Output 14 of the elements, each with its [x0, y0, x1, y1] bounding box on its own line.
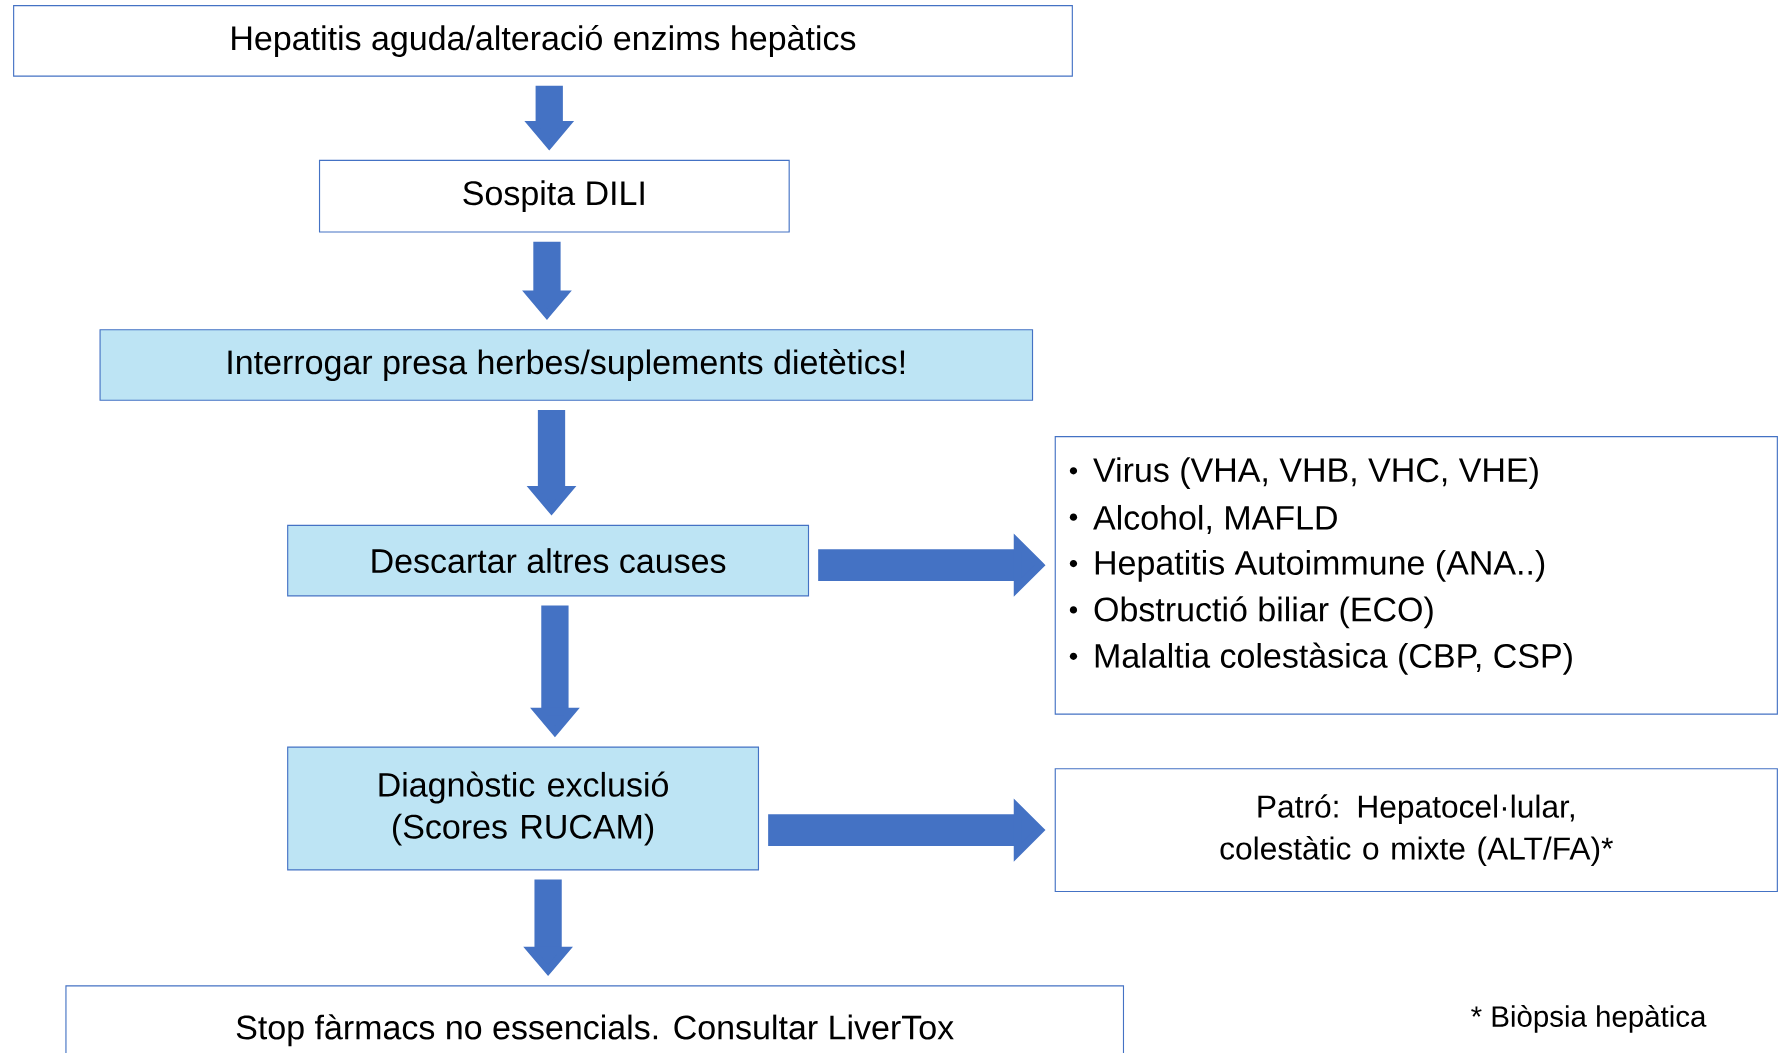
- process-box: Interrogar presa herbes/suplements dietètics!: [99, 329, 1034, 401]
- text-box: Patró: Hepatocel·lular, colestàtic o mixte (ALT/FA)*: [1054, 768, 1778, 893]
- text-box: Hepatitis aguda/alteració enzims hepàtics: [13, 5, 1073, 77]
- list-item: Virus (VHA, VHB, VHC, VHE): [1093, 457, 1538, 489]
- list-item: Hepatitis Autoimmune (ANA..): [1095, 550, 1545, 582]
- list-item: Malaltia colestàsica (CBP, CSP): [1095, 642, 1572, 675]
- list-item: Alcohol, MAFLD: [1093, 504, 1337, 534]
- process-box: Descartar altres causes: [287, 524, 810, 597]
- text-box: Stop fàrmacs no essencials. Consultar LiverTox: [65, 985, 1125, 1053]
- process-box: Diagnòstic exclusió (Scores RUCAM): [287, 746, 760, 871]
- note: * Biòpsia hepàtica: [1471, 1005, 1707, 1033]
- text-box: Sospita DILI: [318, 159, 790, 233]
- list-item: Obstructió biliar (ECO): [1094, 596, 1433, 629]
- list-box: [1054, 436, 1778, 715]
